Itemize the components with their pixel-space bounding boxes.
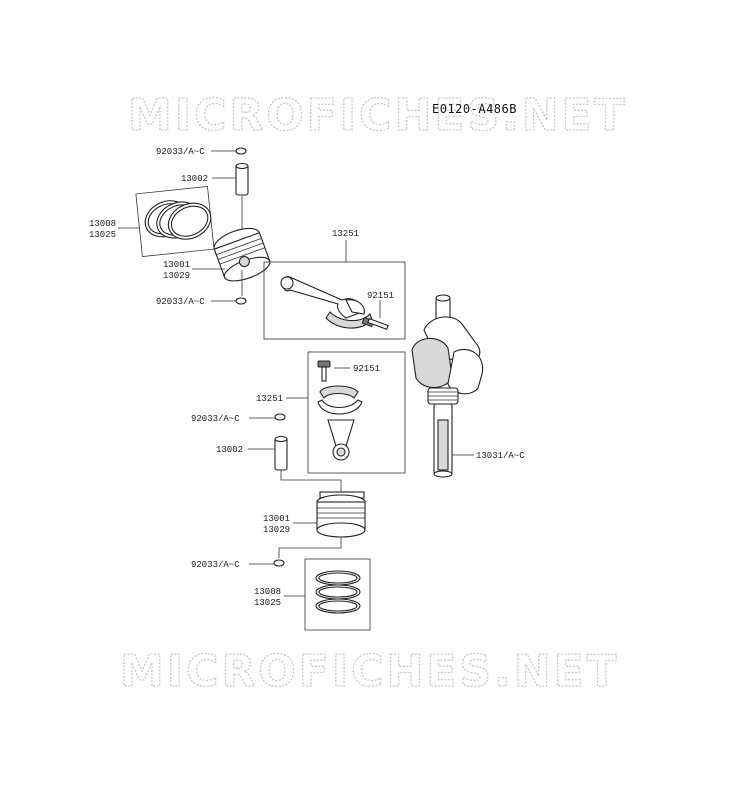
watermark-top: MICROFICHES.NET — [128, 90, 628, 141]
assembly-line-bottom — [280, 470, 342, 497]
label-piston-bottom-2: 13029 — [263, 525, 290, 535]
label-clip-bottom-2: 92033/A~C — [191, 560, 240, 570]
piston-pin-clip-top-1 — [235, 147, 247, 155]
label-clip-top-1: 92033/A~C — [156, 147, 205, 157]
label-conrod-top: 13251 — [332, 229, 359, 239]
label-rings-top-2: 13025 — [89, 230, 116, 240]
conrod-bolt-top — [361, 316, 389, 331]
conrod-frame-bottom — [307, 351, 406, 474]
part-labels: 92033/A~C 13002 13008 13025 13001 13029 … — [89, 147, 525, 608]
diagram-code: E0120-A486B — [432, 102, 517, 116]
piston-rings-bottom — [315, 570, 361, 614]
label-pin-top: 13002 — [181, 174, 208, 184]
rings-frame-bottom — [304, 558, 371, 631]
piston-bottom — [316, 491, 366, 538]
label-rings-bottom-1: 13008 — [254, 587, 281, 597]
label-pin-bottom: 13002 — [216, 445, 243, 455]
label-clip-top-2: 92033/A~C — [156, 297, 205, 307]
label-piston-bottom-1: 13001 — [263, 514, 290, 524]
assembly-line-bottom-2 — [278, 537, 342, 558]
leader-lines — [118, 150, 350, 597]
label-piston-top-2: 13029 — [163, 271, 190, 281]
connecting-rod-top — [280, 276, 373, 329]
label-crankshaft: 13031/A~C — [476, 451, 525, 461]
crankshaft — [411, 294, 484, 478]
connecting-rod-bottom — [317, 385, 363, 461]
label-piston-top-1: 13001 — [163, 260, 190, 270]
piston-pin-clip-bottom-1 — [274, 413, 286, 421]
label-rings-top-1: 13008 — [89, 219, 116, 229]
label-conrod-bottom: 13251 — [256, 394, 283, 404]
label-clip-bottom-1: 92033/A~C — [191, 414, 240, 424]
piston-pin-top — [235, 162, 249, 196]
label-rings-bottom-2: 13025 — [254, 598, 281, 608]
piston-pin-clip-top-2 — [235, 297, 247, 305]
piston-rings-top — [135, 185, 215, 258]
conrod-bolt-bottom — [317, 360, 331, 382]
watermark-bottom: MICROFICHES.NET — [120, 646, 620, 697]
piston-pin-bottom — [274, 435, 288, 471]
label-bolt-bottom: 92151 — [353, 364, 380, 374]
conrod-frame-top — [263, 261, 406, 340]
piston-top — [213, 227, 271, 282]
label-bolt-top: 92151 — [367, 291, 394, 301]
piston-pin-clip-bottom-2 — [273, 559, 285, 567]
